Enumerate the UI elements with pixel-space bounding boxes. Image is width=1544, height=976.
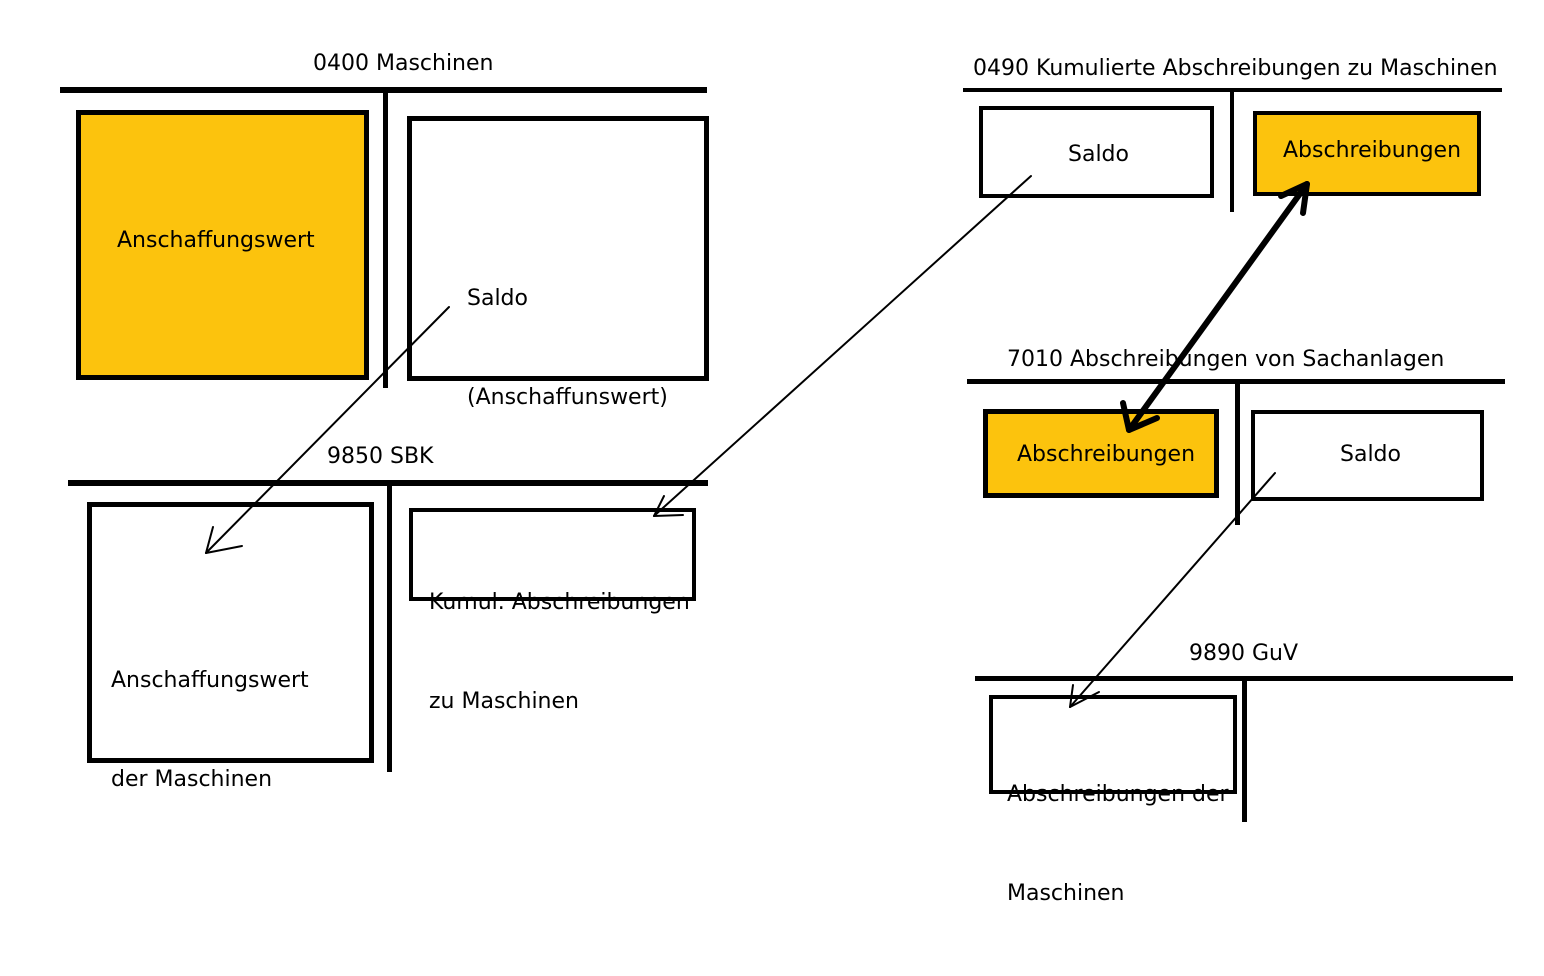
sbk-credit-box bbox=[409, 508, 696, 601]
arrow-sachanlagen-to-guv bbox=[1069, 472, 1276, 708]
arrow-kumulierte-to-sbk bbox=[653, 175, 1032, 517]
maschinen-credit-label: Saldo (Anschaffunswert) bbox=[467, 216, 668, 480]
account-title-maschinen: 0400 Maschinen bbox=[313, 51, 494, 76]
sachanlagen-credit-label: Saldo bbox=[1340, 442, 1401, 467]
t-account-divider bbox=[1242, 680, 1247, 822]
guv-debit-label-line1: Abschreibungen der bbox=[1007, 782, 1229, 807]
account-title-sbk: 9850 SBK bbox=[327, 444, 434, 469]
kumulierte-debit-label: Saldo bbox=[1068, 142, 1129, 167]
account-title-guv: 9890 GuV bbox=[1189, 641, 1299, 666]
t-account-top-line bbox=[963, 88, 1502, 92]
sbk-debit-label-line2: der Maschinen bbox=[111, 767, 273, 792]
account-title-kumulierte: 0490 Kumulierte Abschreibungen zu Maschi… bbox=[973, 56, 1498, 81]
maschinen-credit-label-line1: Saldo bbox=[467, 286, 528, 311]
sbk-credit-label: Kumul. Abschreibungen zu Maschinen bbox=[429, 520, 690, 784]
maschinen-credit-label-line2: (Anschaffunswert) bbox=[467, 385, 668, 410]
sbk-debit-label-line1: Anschaffungswert bbox=[111, 668, 309, 693]
t-account-divider bbox=[1235, 383, 1240, 525]
sbk-credit-label-line1: Kumul. Abschreibungen bbox=[429, 590, 690, 615]
kumulierte-credit-box bbox=[1253, 111, 1481, 196]
t-account-divider bbox=[1230, 91, 1234, 212]
guv-debit-label-line2: Maschinen bbox=[1007, 881, 1125, 906]
guv-debit-box bbox=[989, 695, 1237, 794]
maschinen-debit-label: Anschaffungswert bbox=[117, 228, 315, 253]
kumulierte-credit-label: Abschreibungen bbox=[1283, 138, 1462, 163]
guv-debit-label: Abschreibungen der Maschinen bbox=[1007, 712, 1229, 976]
sbk-debit-label: Anschaffungswert der Maschinen bbox=[111, 598, 309, 862]
t-account-divider bbox=[383, 90, 388, 388]
sachanlagen-debit-label: Abschreibungen bbox=[1017, 442, 1196, 467]
account-title-sachanlagen: 7010 Abschreibungen von Sachanlagen bbox=[1007, 347, 1445, 372]
arrow-abschreibungen-bidirectional bbox=[1120, 181, 1310, 433]
sbk-credit-label-line2: zu Maschinen bbox=[429, 689, 579, 714]
t-account-divider bbox=[387, 483, 392, 772]
